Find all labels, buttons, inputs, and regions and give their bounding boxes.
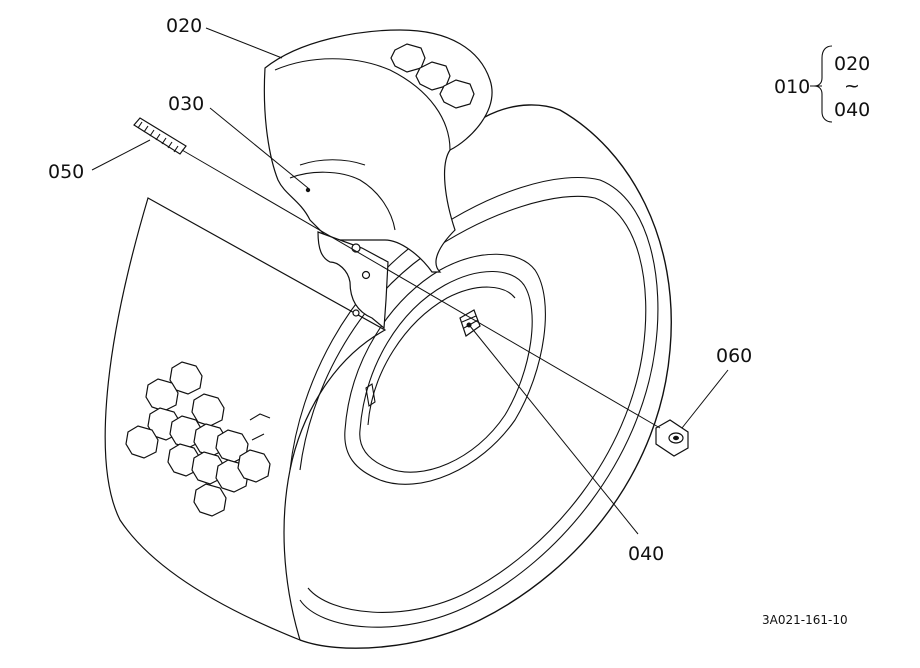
leader-060 <box>681 369 729 429</box>
tire-section-020 <box>263 29 493 273</box>
leader-040 <box>469 325 639 535</box>
callout-040: 040 <box>628 543 664 565</box>
range-bottom: 040 <box>834 99 870 121</box>
tread-lugs-side <box>125 361 271 517</box>
rim-center-dot <box>305 187 311 193</box>
callout-050: 050 <box>48 161 84 183</box>
rim-bolt-hole-1 <box>361 270 371 280</box>
tire-section-outline <box>263 29 493 273</box>
tire-section-wall <box>299 159 366 166</box>
tire-outer-silhouette <box>299 104 672 649</box>
rim-disc-plate <box>317 231 389 330</box>
nut-060 <box>655 419 689 457</box>
leader-030 <box>209 107 309 189</box>
tread-lugs-top <box>390 43 475 109</box>
drawing-code: 3A021-161-10 <box>762 613 848 627</box>
rim-bolt-hole-2 <box>352 309 360 317</box>
range-bracket <box>813 45 833 123</box>
callout-060: 060 <box>716 345 752 367</box>
tire-section-bead <box>289 171 396 231</box>
assembly-axis <box>181 149 661 429</box>
rim-valve <box>365 383 376 407</box>
callout-020: 020 <box>166 15 202 37</box>
tire-section-inner-curve <box>274 58 451 151</box>
range-top: 020 <box>834 53 870 75</box>
callout-010: 010 <box>774 76 810 98</box>
range-tilde: ~ <box>844 75 860 97</box>
stud-bolt-050 <box>133 117 187 155</box>
rim-outer-edge <box>344 253 546 485</box>
leader-020 <box>205 27 283 59</box>
leader-050 <box>91 139 151 171</box>
tire-back-cutaway <box>104 197 387 642</box>
rim-well <box>367 286 516 426</box>
tire-assembly <box>104 104 672 649</box>
rim-inner-edge <box>359 270 533 473</box>
callout-030: 030 <box>168 93 204 115</box>
